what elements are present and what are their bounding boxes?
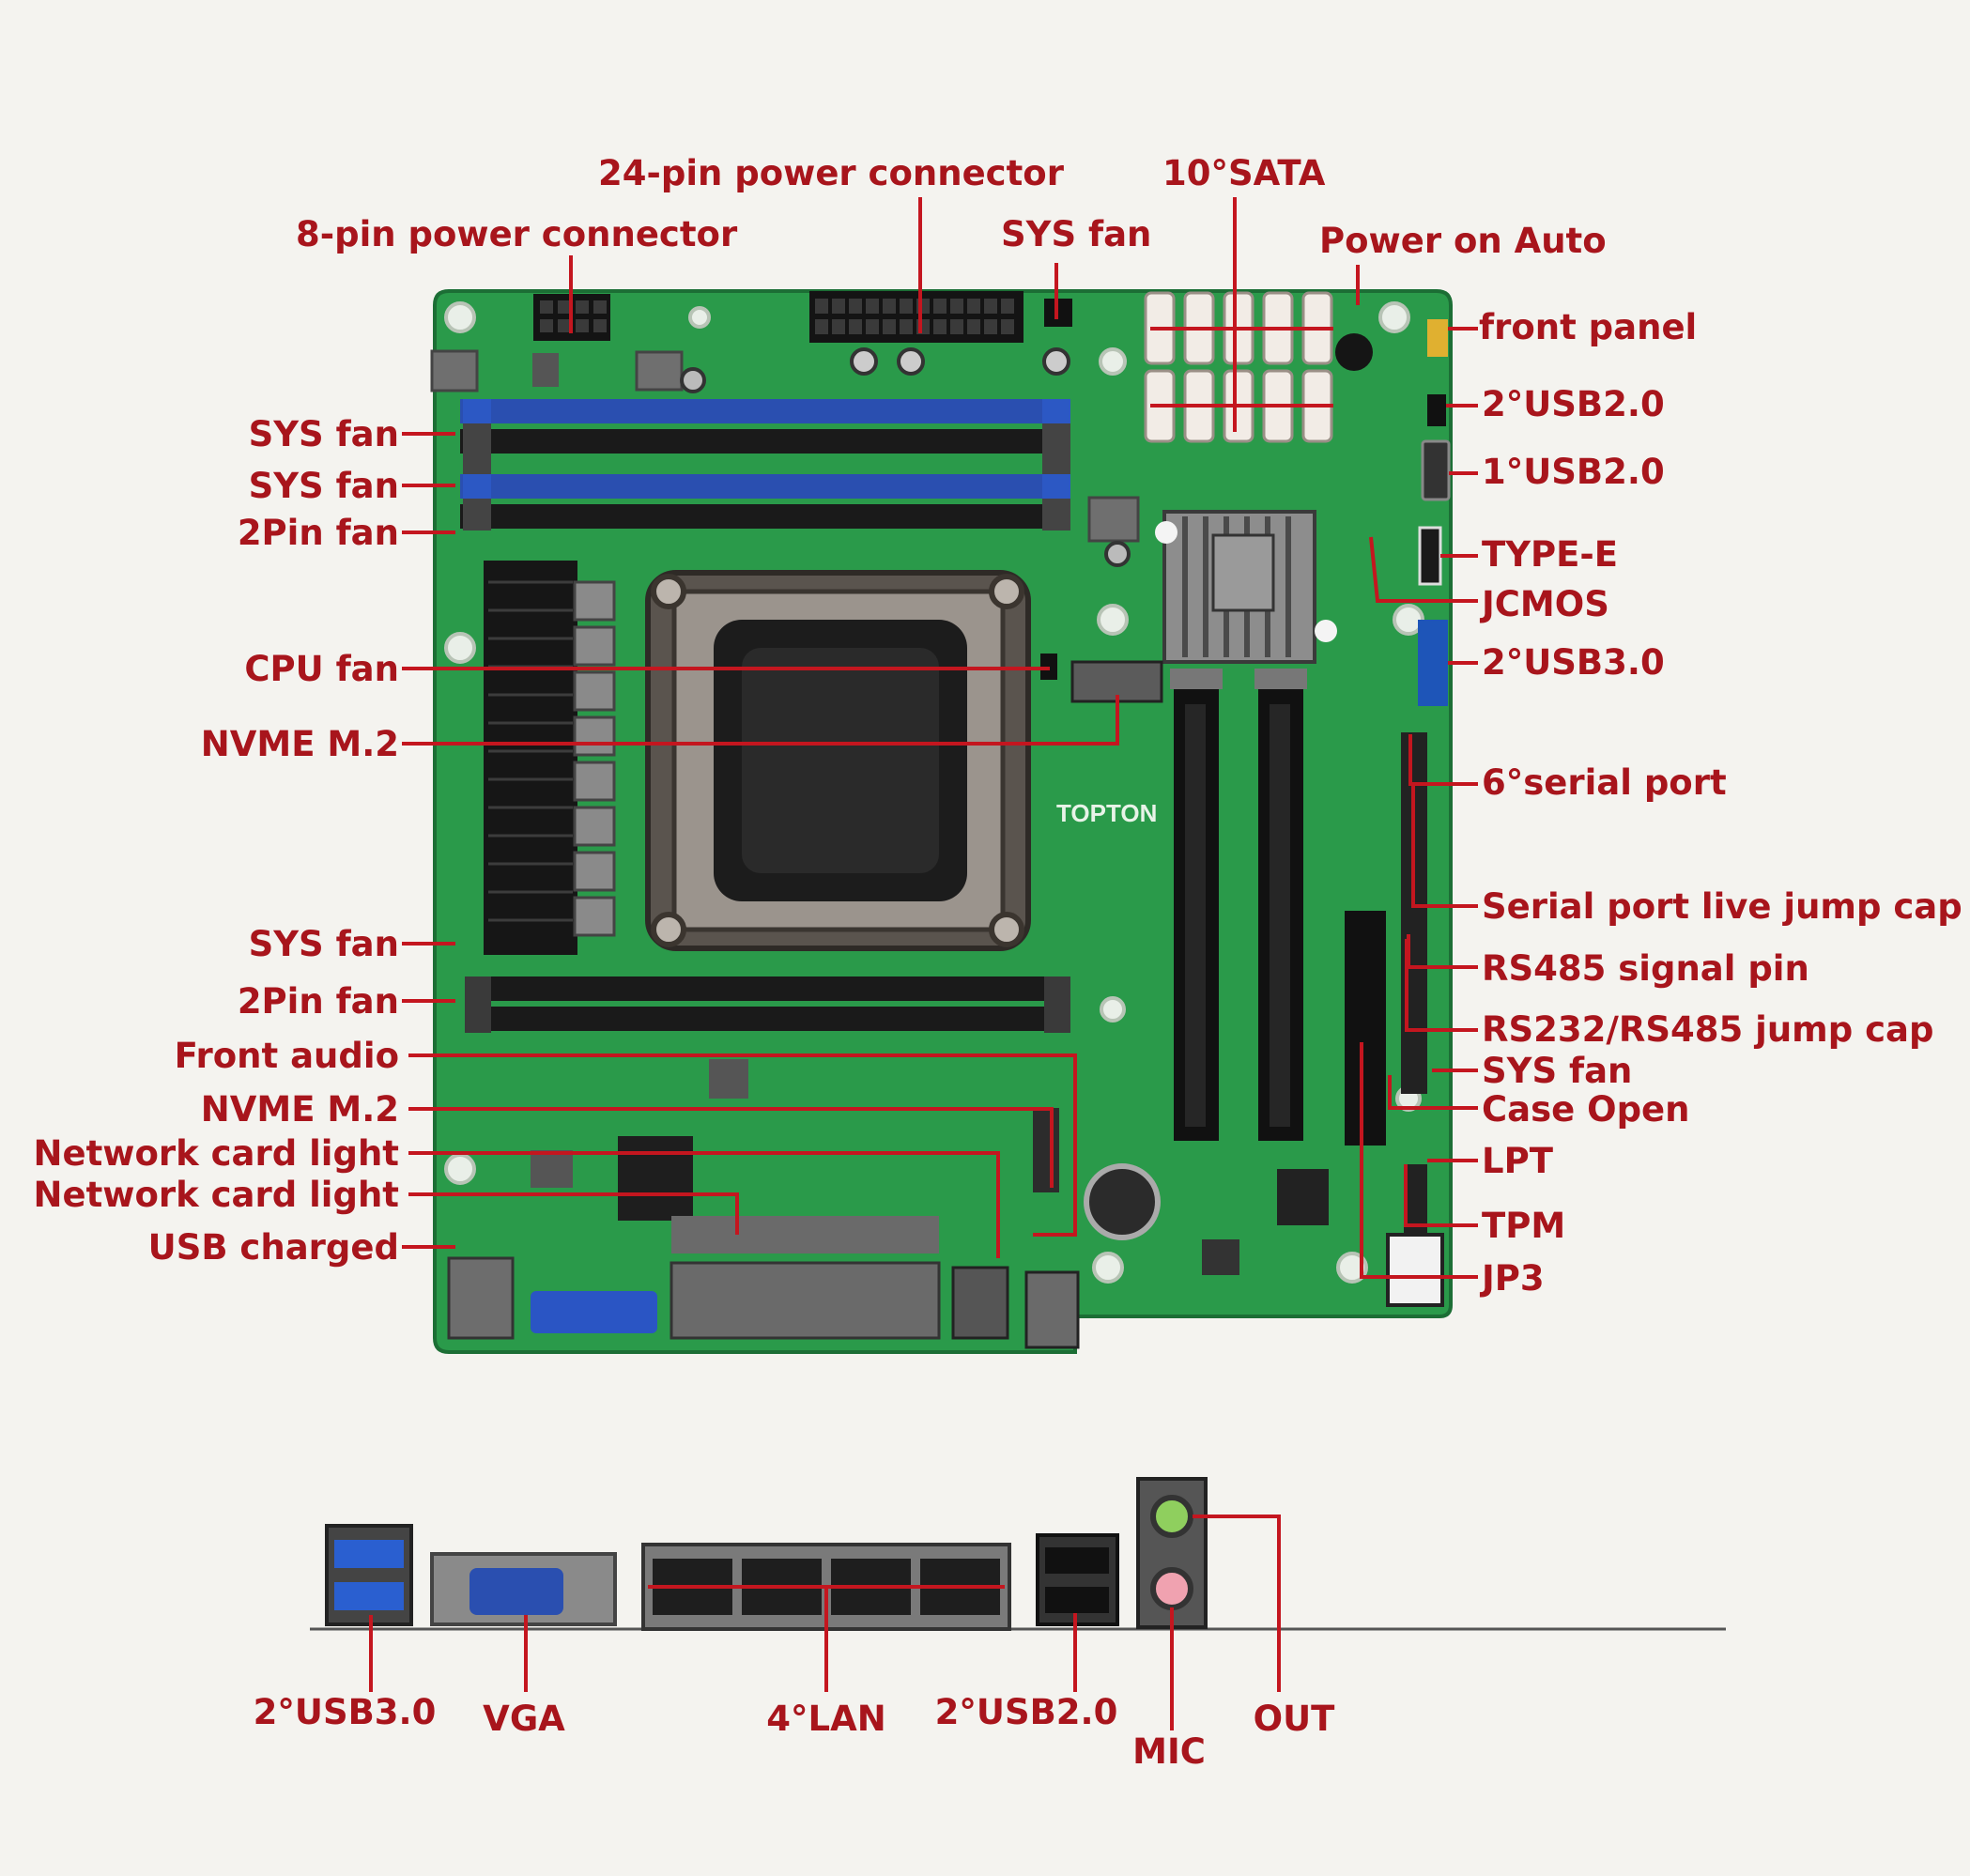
power-24pin-connector: [809, 291, 1023, 343]
chipset-heatsink: [1155, 510, 1337, 664]
vga-port-icon: [430, 1552, 617, 1626]
label-usb20-1x: 1°USB2.0: [1482, 452, 1665, 492]
label-lpt: LPT: [1482, 1141, 1553, 1181]
label-io-lan: 4°LAN: [766, 1699, 886, 1739]
label-sys-fan-l1: SYS fan: [248, 414, 399, 454]
usb30-port-icon: [325, 1524, 413, 1626]
dimm-slots-top: [460, 399, 1070, 531]
label-net-light-2: Network card light: [33, 1175, 399, 1215]
label-cpu-fan: CPU fan: [244, 649, 399, 689]
label-sys-fan-l2: SYS fan: [248, 466, 399, 506]
label-io-mic: MIC: [1132, 1731, 1206, 1772]
board-edge-io: [447, 1256, 1080, 1349]
label-8pin-power: 8-pin power connector: [296, 214, 738, 254]
label-io-usb30: 2°USB3.0: [253, 1692, 437, 1732]
label-case-open: Case Open: [1482, 1089, 1690, 1130]
label-sata: 10°SATA: [1162, 153, 1326, 193]
pcie-slots: [1170, 669, 1386, 1146]
label-jcmos: JCMOS: [1482, 584, 1609, 624]
label-front-audio: Front audio: [174, 1036, 399, 1076]
label-sys-fan-right: SYS fan: [1482, 1051, 1633, 1091]
label-io-usb20: 2°USB2.0: [934, 1692, 1118, 1732]
usb20-port-icon: [1036, 1533, 1119, 1626]
label-power-on-auto: Power on Auto: [1319, 221, 1607, 261]
label-io-vga: VGA: [483, 1699, 565, 1739]
leader-lines: [369, 197, 1478, 1730]
label-jp3: JP3: [1482, 1258, 1545, 1299]
label-sys-fan-l3: SYS fan: [248, 924, 399, 964]
vrm-heatsink: [484, 561, 616, 955]
label-2pin-fan-l2: 2Pin fan: [237, 981, 399, 1022]
label-type-e: TYPE-E: [1482, 534, 1619, 575]
label-front-panel: front panel: [1479, 307, 1698, 347]
label-2pin-fan-l1: 2Pin fan: [237, 513, 399, 553]
label-usb20-2x: 2°USB2.0: [1482, 384, 1665, 424]
cmos-battery-icon: [1084, 1163, 1161, 1240]
label-io-out: OUT: [1253, 1699, 1335, 1739]
label-serial-jump-cap: Serial port live jump cap: [1482, 886, 1962, 927]
lower-components: [531, 1059, 1329, 1275]
label-rs232-rs485-jump: RS232/RS485 jump cap: [1482, 1009, 1934, 1050]
cpu-socket-icon: [645, 570, 1031, 951]
audio-jack-icon: [1136, 1477, 1208, 1629]
label-net-light-1: Network card light: [33, 1133, 399, 1174]
label-sys-fan-top: SYS fan: [1001, 214, 1152, 254]
board-brand-silkscreen: TOPTON: [1056, 799, 1157, 827]
label-usb-charged: USB charged: [147, 1227, 399, 1268]
right-edge-headers: [1386, 319, 1451, 1307]
rear-io-panel: [310, 1477, 1726, 1631]
label-usb30-2x: 2°USB3.0: [1482, 642, 1665, 683]
label-nvme-2: NVME M.2: [200, 1089, 399, 1130]
buzzer-icon: [1335, 333, 1373, 371]
dimm-slots-bottom: [465, 976, 1070, 1033]
label-serial-port: 6°serial port: [1482, 762, 1727, 803]
label-tpm: TPM: [1482, 1206, 1566, 1246]
label-24pin-power: 24-pin power connector: [598, 153, 1064, 193]
label-nvme-1: NVME M.2: [200, 724, 399, 764]
label-rs485-signal-pin: RS485 signal pin: [1482, 948, 1809, 989]
